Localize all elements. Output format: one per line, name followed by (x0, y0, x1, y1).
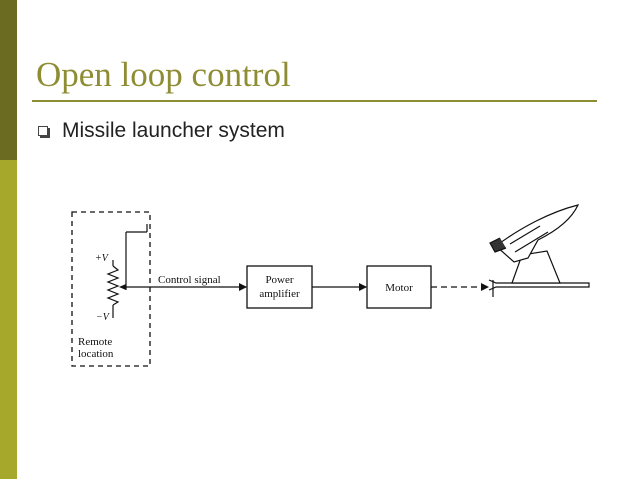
bullet-item: Missile launcher system (38, 117, 285, 145)
power-amplifier-label-line2: amplifier (259, 288, 300, 300)
plus-v-label: +V (95, 253, 110, 264)
bullet-text: Missile launcher system (62, 119, 285, 142)
title-underline (32, 100, 597, 102)
power-amplifier-block (246, 265, 313, 309)
missile-launcher-icon (488, 204, 590, 297)
remote-location-label-line2: location (78, 348, 114, 360)
minus-v-label: −V (96, 312, 111, 323)
remote-location-label-line1: Remote (78, 336, 112, 348)
control-signal-label: Control signal (158, 274, 221, 286)
slide-title: Open loop control (36, 55, 291, 94)
motor-label: Motor (385, 282, 413, 294)
potentiometer-icon (106, 224, 148, 318)
remote-location-box (71, 211, 151, 367)
sidebar-accent-dark (0, 0, 17, 160)
power-amplifier-label-line1: Power (265, 274, 293, 286)
wiper-arrow-icon (119, 284, 126, 290)
square-bullet-icon (38, 126, 48, 136)
sidebar-accent-light (0, 160, 17, 479)
